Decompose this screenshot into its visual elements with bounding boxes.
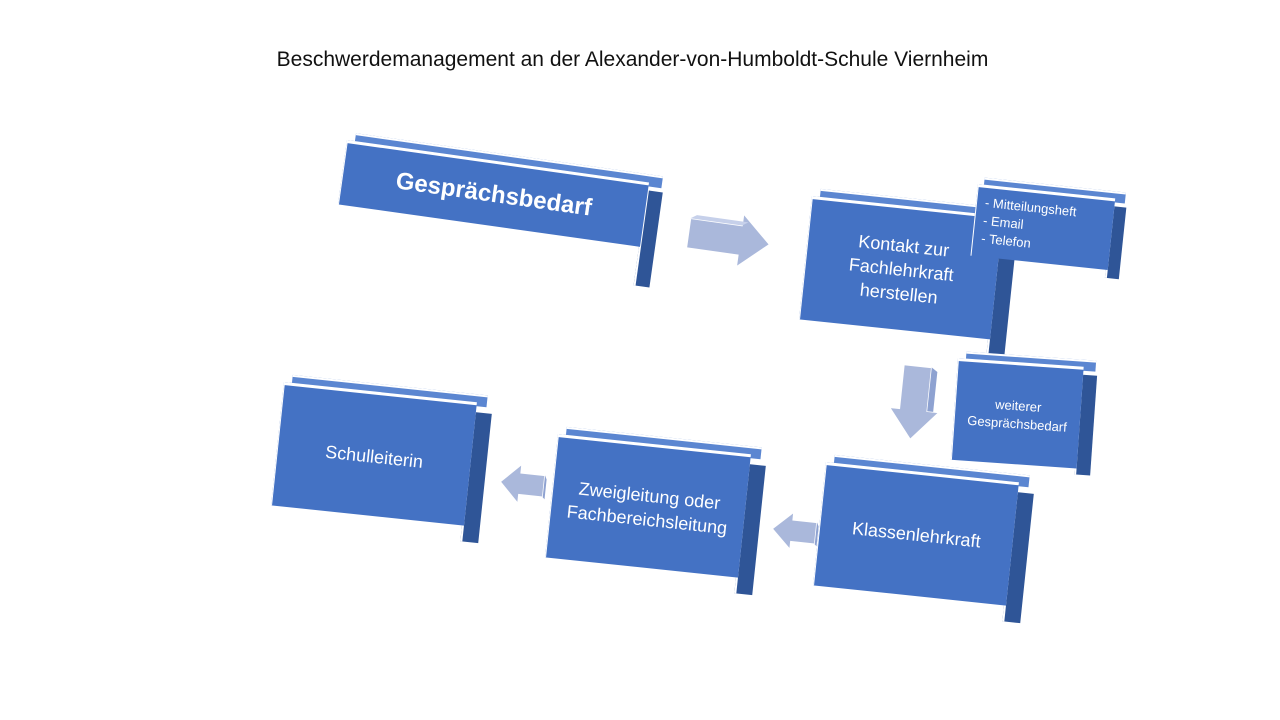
node-weiterer: weiterer Gesprächsbedarf xyxy=(950,358,1084,469)
diagram-title: Beschwerdemanagement an der Alexander-vo… xyxy=(276,48,989,71)
node-zweigleitung: Zweigleitung oder Fachbereichsleitung xyxy=(545,434,751,578)
arrow-right-icon xyxy=(685,211,771,268)
node-weiterer-wrap: weiterer Gesprächsbedarf xyxy=(950,351,1102,480)
node-kontakt-options: Mitteilungsheft Email Telefon xyxy=(970,184,1116,271)
arrow-left-icon xyxy=(771,510,819,552)
node-klassenlehrkraft: Klassenlehrkraft xyxy=(813,462,1019,606)
node-schulleiterin: Schulleiterin xyxy=(271,382,477,526)
arrow-left-icon xyxy=(499,462,547,506)
contact-options-list: Mitteilungsheft Email Telefon xyxy=(972,187,1078,257)
node-klassenlehrkraft-wrap: Klassenlehrkraft xyxy=(810,454,1035,633)
node-zweigleitung-wrap: Zweigleitung oder Fachbereichsleitung xyxy=(542,426,767,605)
node-weiterer-label: weiterer Gesprächsbedarf xyxy=(966,396,1068,435)
arrow-down-icon xyxy=(888,363,941,441)
node-klassenlehrkraft-label: Klassenlehrkraft xyxy=(851,518,982,552)
node-kontakt-options-wrap: Mitteilungsheft Email Telefon xyxy=(968,177,1128,299)
node-zweigleitung-label: Zweigleitung oder Fachbereichsleitung xyxy=(565,478,729,538)
node-kontakt-label: Kontakt zur Fachlehrkraft herstellen xyxy=(848,230,955,308)
node-gespraechsbedarf-wrap: Gesprächsbedarf xyxy=(332,133,664,289)
node-schulleiterin-wrap: Schulleiterin xyxy=(268,374,493,553)
node-gespraechsbedarf-label: Gesprächsbedarf xyxy=(394,167,594,222)
node-schulleiterin-label: Schulleiterin xyxy=(324,441,424,472)
